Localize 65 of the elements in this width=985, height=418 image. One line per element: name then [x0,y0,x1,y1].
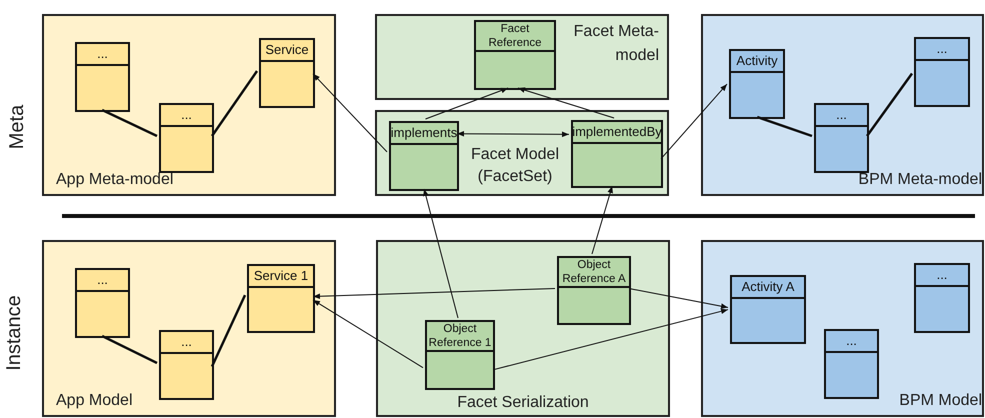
class-box [389,121,459,191]
arrow [660,84,728,160]
class-name: Activity [736,53,778,69]
arrow [492,308,728,370]
panel-title: Facet Meta-model [572,22,659,66]
class-name: ... [97,46,108,62]
class-name: ... [97,272,108,288]
row-label: Meta [5,104,30,150]
class-box [730,275,806,344]
class-box [159,330,214,400]
class-name: implements [390,125,458,141]
class-box [814,103,869,173]
class-box [474,20,556,90]
panel-title: BPM Meta-model [858,170,982,190]
panel-title: App Model [56,391,132,411]
class-box [159,103,214,173]
row-label: Instance [2,295,26,371]
arrow [592,186,613,254]
arrow [456,130,570,138]
class-box [75,268,130,338]
class-box [914,263,970,333]
class-name: Object Reference A [561,258,627,286]
association-line [210,70,258,137]
arrow [312,73,388,152]
association-line [102,108,158,138]
class-name: ... [836,107,847,123]
class-box [425,320,495,390]
class-name: implementedBy [572,124,662,140]
class-name: Service 1 [254,268,308,284]
model-panel [701,14,984,196]
class-name: Facet Reference [487,22,543,50]
class-box [914,37,970,107]
class-name: Activity A [742,279,794,295]
class-box [571,120,663,188]
model-panel [42,14,336,196]
class-box [729,49,785,119]
association-line [756,116,812,138]
class-name: ... [181,334,192,350]
panel-title: BPM Model [899,391,982,411]
panel-title: Facet Model (FacetSet) [470,145,560,187]
class-box [557,256,631,325]
model-panel [375,110,669,196]
arrow [423,188,458,318]
class-name: ... [846,333,857,349]
model-panel [701,240,984,417]
association-line [102,334,158,364]
panel-title: App Meta-model [56,170,174,190]
association-line [866,72,914,137]
arrow [312,299,424,368]
class-name: ... [936,41,948,57]
arrow [628,288,728,309]
model-panel [42,240,336,417]
class-name: Object Reference 1 [428,322,492,350]
class-box [75,42,130,112]
class-name: ... [936,267,948,283]
class-name: Service [265,42,309,58]
model-panel [376,240,670,417]
class-box [259,38,315,108]
class-name: ... [181,107,192,123]
class-box [824,329,879,399]
model-panel [375,14,669,100]
arrow [312,288,556,300]
class-box [247,264,315,333]
panel-title: Facet Serialization [456,393,590,413]
association-line [210,294,246,368]
